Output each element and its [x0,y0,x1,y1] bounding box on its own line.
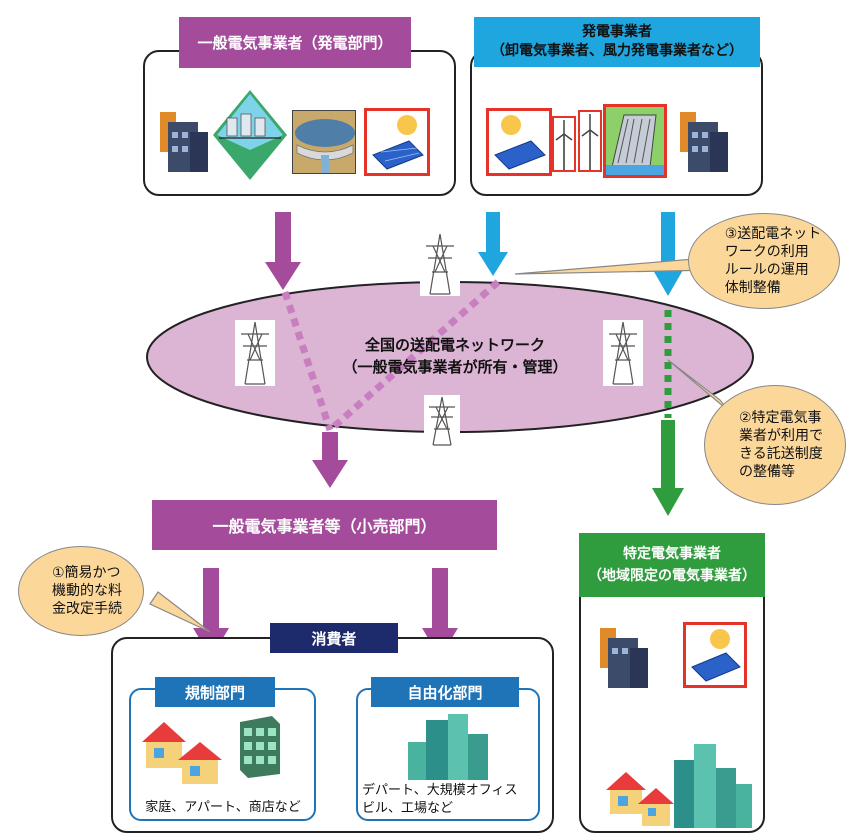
dotted-path-left [281,290,334,432]
dotted-path-right [327,279,501,433]
network-label: 全国の送配電ネットワーク （一般電気事業者が所有・管理） [325,334,585,378]
solar-panel-icon [683,622,747,688]
hydro-plant-icon [603,104,667,178]
pylon-icon [420,232,460,296]
callout-3-tail [514,257,716,275]
specific-title: 特定電気事業者 （地域限定の電気事業者） [588,546,756,584]
producer-header: 発電事業者 （卸電気事業者、風力発電事業者など） [474,17,760,67]
apartment-icon [236,712,282,778]
consumers-header: 消費者 [270,623,398,653]
arrow-producer-to-network-1 [478,212,508,276]
producer-title: 発電事業者 （卸電気事業者、風力発電事業者など） [491,24,743,59]
liberalized-caption: デパート、大規模オフィス ビル、工場など [362,783,518,816]
arrow-generation-to-network [265,212,301,290]
callout-3-text: ③送配電ネット ワークの利用 ルールの運用 体制整備 [724,226,822,296]
regulated-header: 規制部門 [155,677,275,707]
nuclear-plant-icon [213,90,287,180]
arrow-network-to-retail [312,432,348,488]
arrow-network-to-specific [652,420,684,516]
thermal-plant-icon [600,618,650,692]
callout-3: ③送配電ネット ワークの利用 ルールの運用 体制整備 [688,213,840,309]
house-icon [140,716,230,786]
callout-1-tail [149,591,211,633]
regulated-caption: 家庭、アパート、商店など [145,800,301,815]
thermal-plant-icon [680,102,730,176]
callout-2-text: ②特定電気事 業者が利用で きる託送制度 の整備等 [739,410,823,480]
liberalized-header: 自由化部門 [371,677,519,707]
office-building-icon [406,712,490,780]
solar-panel-icon [486,108,552,176]
network-line2: （一般電気事業者が所有・管理） [342,358,568,376]
retail-header: 一般電気事業者等（小売部門） [152,500,497,550]
generation-header: 一般電気事業者（発電部門） [179,17,411,68]
solar-panel-icon [364,108,430,176]
generation-title: 一般電気事業者（発電部門） [197,34,393,52]
pylon-icon [603,320,643,386]
callout-1-text: ①簡易かつ 機動的な料 金改定手続 [52,565,122,617]
pylon-icon [424,395,460,447]
dam-icon [292,110,356,174]
wind-turbine-icon [552,116,576,172]
network-line1: 全国の送配電ネットワーク [364,336,545,354]
wind-turbine-icon [578,110,602,172]
callout-1: ①簡易かつ 機動的な料 金改定手続 [18,546,144,636]
regulated-title: 規制部門 [184,683,245,702]
town-icon [604,740,754,828]
callout-2: ②特定電気事 業者が利用で きる託送制度 の整備等 [704,385,846,505]
liberalized-title: 自由化部門 [407,683,483,702]
specific-header: 特定電気事業者 （地域限定の電気事業者） [579,533,765,597]
retail-title: 一般電気事業者等（小売部門） [212,517,437,536]
thermal-plant-icon [160,102,210,176]
pylon-icon [235,320,275,386]
arrow-producer-to-network-2 [653,212,683,296]
consumers-title: 消費者 [311,629,357,648]
